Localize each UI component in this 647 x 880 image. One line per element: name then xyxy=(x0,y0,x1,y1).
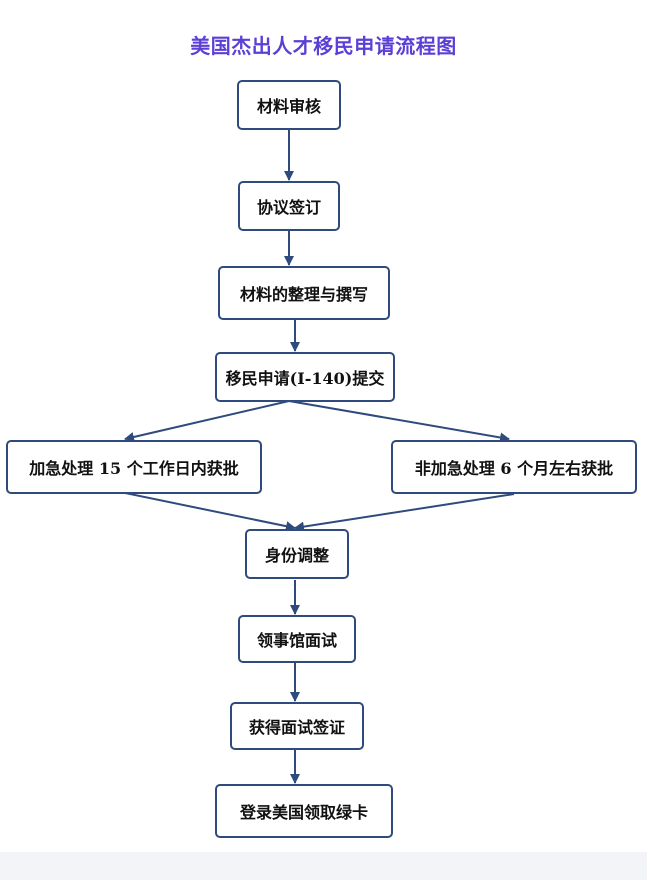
step-i140-submission: 移民申请(I-140)提交 xyxy=(215,352,395,402)
arrow-non-expedited-to-adjustment xyxy=(294,493,515,532)
arrow-submission-to-expedited xyxy=(124,400,290,442)
arrow-submission-to-non-expedited xyxy=(288,400,510,443)
step-visa-granted: 获得面试签证 xyxy=(230,702,364,750)
step-green-card: 登录美国领取绿卡 xyxy=(215,784,393,838)
step-consulate-interview: 领事馆面试 xyxy=(238,615,356,663)
step-expedited-processing: 加急处理 15 个工作日内获批 xyxy=(6,440,262,494)
arrow-expedited-to-adjustment xyxy=(124,492,296,532)
step-material-review: 材料审核 xyxy=(237,80,341,130)
step-status-adjustment: 身份调整 xyxy=(245,529,349,579)
footer-band xyxy=(0,852,647,880)
step-agreement-signing: 协议签订 xyxy=(238,181,340,231)
step-non-expedited-processing: 非加急处理 6 个月左右获批 xyxy=(391,440,637,494)
diagram-title: 美国杰出人才移民申请流程图 xyxy=(190,34,457,58)
step-material-preparation: 材料的整理与撰写 xyxy=(218,266,390,320)
